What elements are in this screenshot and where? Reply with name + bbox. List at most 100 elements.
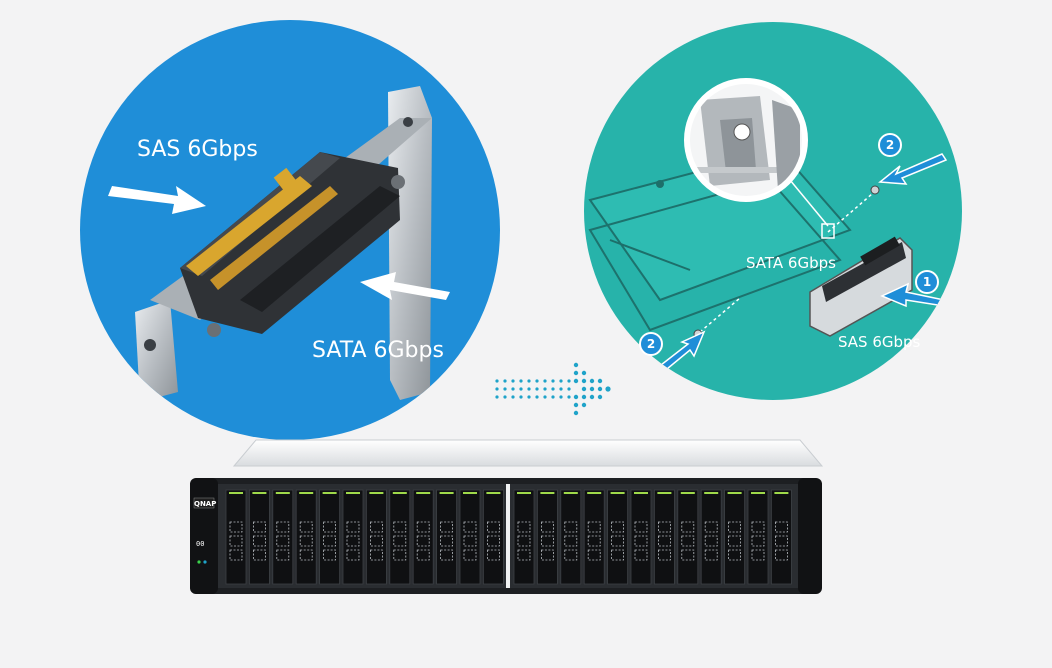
magnified-detail-inset	[684, 78, 829, 227]
drive-vent	[658, 535, 671, 547]
drive-vent	[229, 521, 243, 533]
drive-vent	[369, 549, 383, 561]
drive-bay	[747, 489, 769, 585]
dotted-arrow-right-icon	[495, 362, 611, 416]
drive-vent	[346, 521, 360, 533]
drive-vent	[276, 549, 290, 561]
drive-vent	[369, 535, 383, 547]
drive-led	[369, 492, 384, 494]
drive-vent	[323, 535, 337, 547]
drive-bay	[248, 489, 270, 585]
drive-vent	[393, 549, 407, 561]
drive-vent	[276, 521, 290, 533]
drive-vent	[517, 549, 531, 561]
arrow-right-icon	[108, 186, 206, 214]
drive-led	[634, 492, 648, 494]
step-badge-two-bottom: 2	[639, 332, 663, 356]
drive-bay	[724, 489, 745, 585]
arrow-left-icon	[360, 272, 450, 300]
drive-led	[563, 492, 578, 494]
drive-bay	[513, 489, 535, 585]
drive-led	[657, 492, 672, 494]
drive-vent	[541, 535, 554, 547]
drive-led	[587, 492, 602, 494]
drive-vent	[541, 549, 554, 561]
drive-vent	[416, 535, 430, 547]
drive-bay	[459, 489, 481, 585]
drive-vent	[440, 549, 454, 561]
drive-led	[346, 492, 360, 494]
drive-vent	[393, 535, 407, 547]
drive-vent	[681, 549, 695, 561]
sas-label-left: SAS 6Gbps	[137, 137, 258, 162]
drive-bay	[654, 489, 675, 585]
drive-led	[680, 492, 695, 494]
drive-vent	[681, 535, 695, 547]
drive-vent	[517, 521, 531, 533]
drive-vent	[463, 535, 477, 547]
drive-vent	[728, 549, 741, 561]
drive-vent	[323, 549, 337, 561]
qnap-logo: QNAP	[194, 500, 217, 508]
drive-vent	[564, 549, 578, 561]
drive-vent	[541, 521, 554, 533]
drive-led	[540, 492, 555, 494]
drive-led	[275, 492, 290, 494]
drive-vent	[517, 535, 531, 547]
drive-vent	[611, 535, 624, 547]
drive-vent	[486, 549, 500, 561]
step-badge-one: 1	[915, 270, 939, 294]
drive-bay	[677, 489, 699, 585]
drive-vent	[416, 549, 430, 561]
drive-vent	[587, 535, 601, 547]
drive-vent	[229, 535, 243, 547]
sata-label-left: SATA 6Gbps	[312, 338, 444, 363]
drive-bay	[272, 489, 294, 585]
drive-vent	[587, 521, 601, 533]
rack-server: 00	[190, 439, 824, 594]
drive-bay	[607, 489, 628, 585]
drive-vent	[751, 549, 765, 561]
drive-vent	[369, 521, 383, 533]
drive-vent	[704, 535, 718, 547]
drive-vent	[463, 521, 477, 533]
drive-bay	[295, 489, 317, 585]
drive-vent	[751, 521, 765, 533]
drive-bays	[225, 489, 792, 585]
drive-bay	[537, 489, 558, 585]
drive-led	[439, 492, 454, 494]
drive-vent	[634, 549, 648, 561]
drive-bay	[560, 489, 582, 585]
drive-bay	[412, 489, 434, 585]
drive-vent	[346, 535, 360, 547]
sata-label-right: SATA 6Gbps	[746, 254, 836, 272]
drive-vent	[587, 549, 601, 561]
sas-label-right: SAS 6Gbps	[838, 333, 921, 351]
drive-vent	[704, 549, 718, 561]
drive-vent	[634, 535, 648, 547]
drive-vent	[440, 521, 454, 533]
drive-vent	[728, 535, 741, 547]
drive-vent	[440, 535, 454, 547]
drive-vent	[658, 521, 671, 533]
drive-bay	[700, 489, 722, 585]
drive-vent	[751, 535, 765, 547]
drive-vent	[704, 521, 718, 533]
drive-bay	[630, 489, 652, 585]
drive-led	[392, 492, 407, 494]
drive-bay	[225, 489, 247, 585]
drive-vent	[564, 521, 578, 533]
drive-bay	[482, 489, 504, 585]
drive-bay	[771, 489, 792, 585]
drive-vent	[611, 521, 624, 533]
drive-vent	[658, 549, 671, 561]
drive-vent	[463, 549, 477, 561]
interposer-drawing	[108, 86, 450, 402]
drive-led	[322, 492, 337, 494]
drive-vent	[728, 521, 741, 533]
svg-text:00: 00	[196, 540, 204, 548]
drive-led	[751, 492, 765, 494]
drive-vent	[276, 535, 290, 547]
